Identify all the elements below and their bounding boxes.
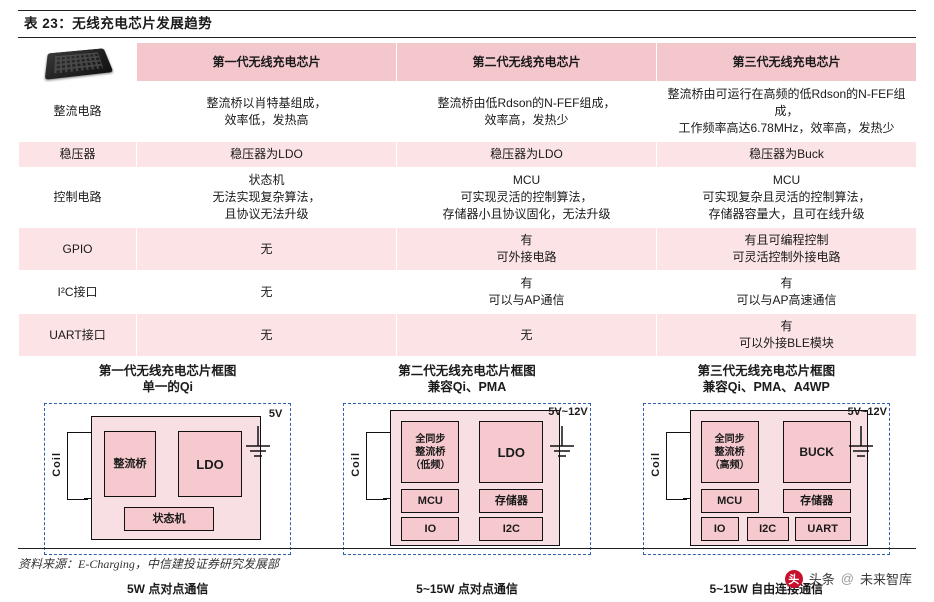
diagram-gen3-coil-label: Coil (649, 452, 662, 477)
row-label-i2c: I²C接口 (18, 270, 137, 314)
cell-i2c-gen2: 有 可以与AP通信 (396, 270, 657, 314)
table-row: UART接口 无 无 有 可以外接BLE模块 (18, 313, 917, 357)
diagram-gen3-chip-panel: 全同步 整流桥 （高频） BUCK MCU 存储器 IO I2C UART (689, 410, 868, 546)
table-header-row: 第一代无线充电芯片 第二代无线充电芯片 第三代无线充电芯片 (18, 42, 917, 82)
block-rom: 存储器 (479, 489, 544, 513)
table-header-gen2: 第二代无线充电芯片 (396, 42, 657, 82)
watermark-account: 未来智库 (859, 572, 912, 587)
table-row: 控制电路 状态机 无法实现复杂算法， 且协议无法升级 MCU 可实现灵活的控制算… (18, 167, 917, 228)
cell-regulator-gen2: 稳压器为LDO (396, 141, 657, 168)
cell-gpio-gen2: 有 可外接电路 (396, 227, 657, 271)
diagram-gen2-bottom: 5~15W 点对点通信 (416, 582, 518, 596)
coil-icon (67, 431, 100, 500)
table-header-gen3: 第三代无线充电芯片 (656, 42, 917, 82)
diagram-gen2-subtitle: 兼容Qi、PMA (427, 380, 507, 394)
block-i2c: I2C (479, 517, 544, 541)
block-uart: UART (794, 517, 851, 541)
diagram-gen2: 第二代无线充电芯片框图 兼容Qi、PMA Coil 全同步 整流桥 （低频） L… (317, 357, 616, 599)
ground-icon (848, 426, 873, 457)
table-row: 稳压器 稳压器为LDO 稳压器为LDO 稳压器为Buck (18, 141, 917, 168)
block-rom: 存储器 (782, 489, 851, 513)
diagram-gen2-frame: Coil 全同步 整流桥 （低频） LDO MCU 存储器 IO I2C 5V~… (343, 403, 591, 555)
diagram-gen1-title: 第一代无线充电芯片框图 (98, 364, 237, 378)
table-row: 整流电路 整流桥以肖特基组成， 效率低，发热高 整流桥由低Rdson的N-FEF… (18, 81, 917, 142)
cell-uart-gen1: 无 (136, 313, 397, 357)
toutiao-logo-icon: 头 (784, 569, 803, 588)
cell-i2c-gen3: 有 可以与AP高速通信 (656, 270, 917, 314)
block-buck: BUCK (782, 421, 851, 483)
block-io: IO (700, 517, 739, 541)
comparison-table: 第一代无线充电芯片 第二代无线充电芯片 第三代无线充电芯片 整流电路 整流桥以肖… (18, 42, 917, 357)
cell-regulator-gen1: 稳压器为LDO (136, 141, 397, 168)
row-label-regulator: 稳压器 (18, 141, 137, 168)
ground-icon (246, 426, 271, 457)
cell-gpio-gen3: 有且可编程控制 可灵活控制外接电路 (656, 227, 917, 271)
row-label-gpio: GPIO (18, 227, 137, 271)
diagram-gen3-voltage: 5V~12V (847, 406, 887, 418)
table-row: I²C接口 无 有 可以与AP通信 有 可以与AP高速通信 (18, 270, 917, 314)
watermark-brand: 头条 (808, 572, 835, 587)
coil-icon (366, 431, 400, 500)
block-i2c: I2C (746, 517, 789, 541)
row-label-uart: UART接口 (18, 313, 137, 357)
block-rectifier: 全同步 整流桥 （低频） (401, 421, 460, 483)
diagram-gen1-voltage: 5V (268, 408, 283, 420)
cell-rectifier-gen3: 整流桥由可运行在高频的低Rdson的N-FEF组成， 工作频率高达6.78MHz… (656, 81, 917, 142)
watermark-separator: @ (840, 571, 854, 586)
coil-icon (665, 431, 699, 500)
table-header-gen1: 第一代无线充电芯片 (136, 42, 397, 82)
ground-icon (549, 426, 574, 457)
row-label-rectifier: 整流电路 (18, 81, 137, 142)
diagram-gen1-bottom: 5W 点对点通信 (126, 582, 209, 596)
block-state-machine: 状态机 (124, 507, 214, 531)
block-mcu: MCU (401, 489, 460, 513)
page-title: 表 23：无线充电芯片发展趋势 (18, 10, 916, 38)
diagram-gen1-subtitle: 单一的Qi (142, 380, 194, 394)
cell-rectifier-gen2: 整流桥由低Rdson的N-FEF组成， 效率高，发热少 (396, 81, 657, 142)
diagram-gen1-frame: Coil 整流桥 LDO 状态机 5V (44, 403, 292, 555)
diagram-gen1-chip-panel: 整流桥 LDO 状态机 (91, 416, 261, 540)
diagram-gen3-frame: Coil 全同步 整流桥 （高频） BUCK MCU 存储器 IO I2C UA… (642, 403, 890, 555)
cell-rectifier-gen1: 整流桥以肖特基组成， 效率低，发热高 (136, 81, 397, 142)
table-row: GPIO 无 有 可外接电路 有且可编程控制 可灵活控制外接电路 (18, 227, 917, 271)
cell-regulator-gen3: 稳压器为Buck (656, 141, 917, 168)
diagram-gen3-subtitle: 兼容Qi、PMA、A4WP (702, 380, 830, 394)
cell-control-gen1: 状态机 无法实现复杂算法， 且协议无法升级 (136, 167, 397, 228)
block-rectifier: 整流桥 (104, 431, 156, 497)
diagram-gen2-coil-label: Coil (350, 452, 363, 477)
block-ldo: LDO (178, 431, 242, 497)
diagram-gen2-chip-panel: 全同步 整流桥 （低频） LDO MCU 存储器 IO I2C (390, 410, 561, 546)
chip-photo-icon (44, 48, 113, 80)
block-ldo: LDO (479, 421, 544, 483)
cell-i2c-gen1: 无 (136, 270, 397, 314)
cell-gpio-gen1: 无 (136, 227, 397, 271)
page-root: 表 23：无线充电芯片发展趋势 第一代无线充电芯片 第二代无线充电芯片 第三代无… (0, 10, 934, 602)
cell-control-gen2: MCU 可实现灵活的控制算法， 存储器小且协议固化，无法升级 (396, 167, 657, 228)
chip-photo-cell (18, 42, 137, 82)
block-rectifier: 全同步 整流桥 （高频） (700, 421, 759, 483)
diagram-gen2-title: 第二代无线充电芯片框图 (398, 364, 536, 378)
row-label-control: 控制电路 (18, 167, 137, 228)
block-mcu: MCU (700, 489, 759, 513)
diagram-gen2-voltage: 5V~12V (548, 406, 588, 418)
cell-uart-gen3: 有 可以外接BLE模块 (656, 313, 917, 357)
diagram-gen3-title: 第三代无线充电芯片框图 (697, 364, 836, 378)
cell-uart-gen2: 无 (396, 313, 657, 357)
watermark: 头 头条 @ 未来智库 (784, 569, 912, 588)
cell-control-gen3: MCU 可实现复杂且灵活的控制算法， 存储器容量大，且可在线升级 (656, 167, 917, 228)
diagram-gen1-coil-label: Coil (51, 452, 63, 477)
source-note: 资料来源：E-Charging，中信建投证券研究发展部 (18, 548, 916, 572)
block-io: IO (401, 517, 460, 541)
